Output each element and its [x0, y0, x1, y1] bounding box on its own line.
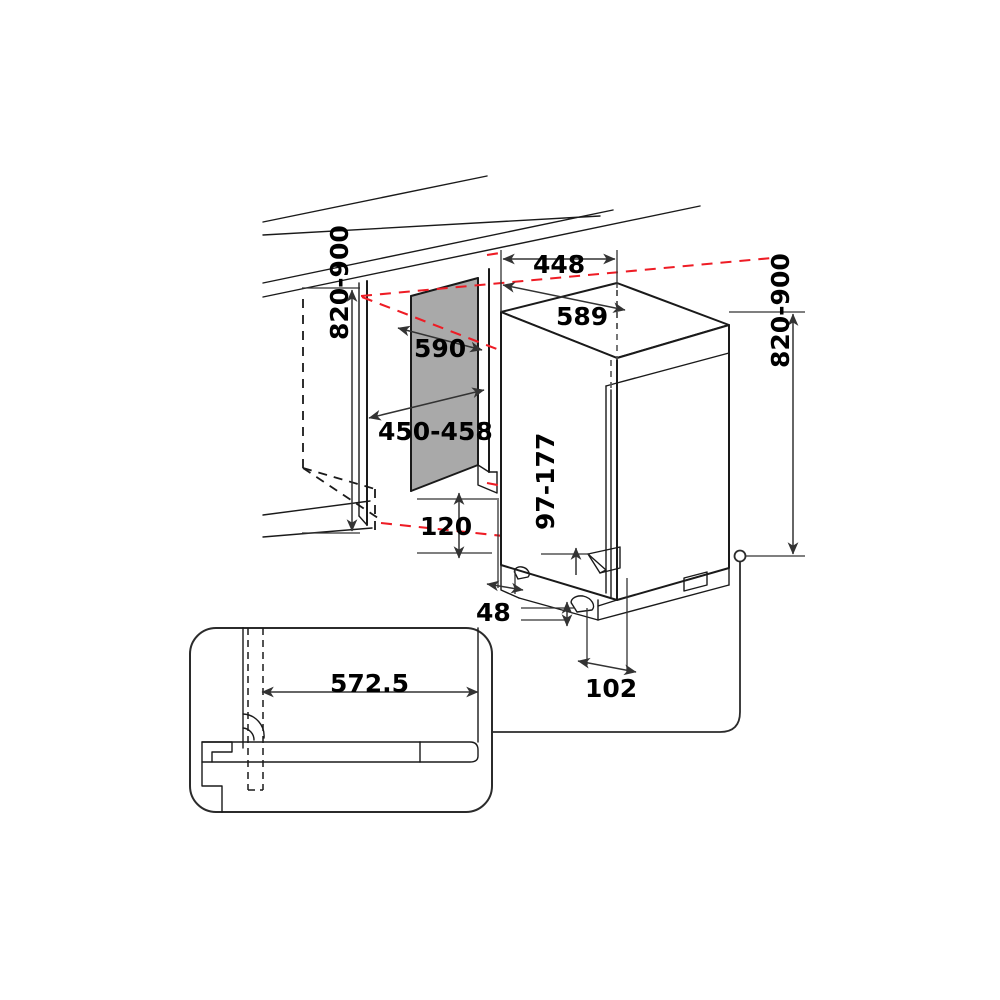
niche-right-wall-bottom-connector [477, 464, 490, 473]
dim97177-label: 97-177 [531, 433, 560, 530]
callout-anchor-dot [733, 549, 747, 563]
dimension-820-900-left: 820-900 [302, 225, 360, 534]
foot-front-left [570, 595, 595, 613]
cabinet-hidden-diagonal-bottom [302, 467, 376, 490]
left-cabinet-hidden-outline [302, 299, 379, 530]
kickplate-bracket-fold [587, 553, 607, 574]
dimension-820-900-right: 820-900 [729, 253, 805, 557]
red-align-tick-top [486, 251, 501, 257]
dim589-line [502, 282, 626, 313]
dimension-448: 448 [500, 250, 618, 312]
detail-callout-leader [491, 549, 747, 733]
niche-bottom-notch [477, 464, 498, 494]
dim589-label: 589 [556, 302, 608, 331]
detail-band-right-cap [419, 741, 479, 763]
niche-back-panel [410, 277, 479, 492]
dim102-line [577, 657, 637, 676]
dishwasher-control-panel-band [616, 352, 730, 384]
detail-callout-box: 572.5 [189, 627, 493, 813]
dim590-label: 590 [414, 334, 466, 363]
worktop-top-edge-near [262, 215, 601, 236]
dimension-97-177: 97-177 [521, 433, 590, 627]
dimension-450-458: 450-458 [368, 387, 493, 446]
dishwasher-side-face [616, 324, 730, 601]
dimension-589: 589 [500, 280, 626, 331]
dimension-102: 102 [577, 578, 637, 703]
detail-hinge-arc-outer [242, 713, 265, 739]
red-align-line-top [360, 256, 773, 298]
base-corner-link [597, 599, 618, 607]
floor-lines-left [262, 500, 373, 538]
dim820right-label: 820-900 [766, 253, 795, 368]
dim48-line [486, 580, 524, 594]
worktop-group [262, 175, 701, 298]
niche-left-wall [358, 280, 368, 526]
dim450458-label: 450-458 [378, 417, 493, 446]
foot-rear-right [683, 571, 708, 592]
niche-left-wall-bottom [358, 515, 368, 526]
callout-box-frame [189, 627, 493, 813]
detail-hinge-arc-inner [242, 727, 255, 741]
niche-right-wall [477, 268, 498, 494]
worktop-top-edge-far [262, 175, 488, 223]
dim48-label: 48 [476, 598, 511, 627]
dim450458-line [368, 387, 485, 421]
callout-leader-line [491, 561, 741, 733]
dim120-label: 120 [420, 512, 472, 541]
dim820left-label: 820-900 [325, 225, 354, 340]
dimension-48: 48 [476, 500, 524, 627]
base-front-edge [518, 597, 599, 621]
detail-step-lower [201, 761, 223, 813]
worktop-front-edge-upper [262, 209, 614, 284]
dim5725-label: 572.5 [330, 669, 409, 698]
dimension-120: 120 [417, 492, 499, 559]
niche-panel-face [410, 277, 479, 492]
worktop-front-edge-lower [262, 205, 701, 298]
base-bottom-edge [597, 584, 730, 621]
dim102-label: 102 [585, 674, 637, 703]
dimension-590: 590 [397, 325, 483, 363]
kickplate-bracket [587, 546, 621, 574]
dim448-label: 448 [533, 250, 585, 279]
dim590-line [397, 325, 483, 353]
floor-line-upper-left [262, 500, 371, 516]
